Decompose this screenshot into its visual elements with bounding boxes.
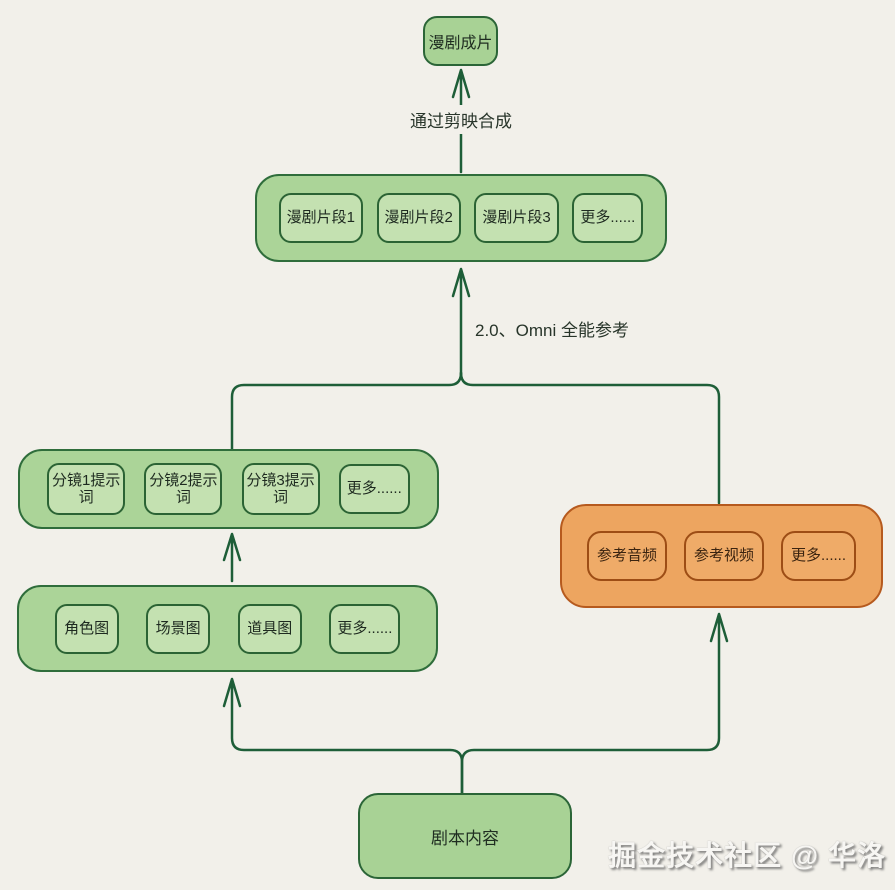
edge-script-to-assets [222, 677, 464, 795]
edge-label-omni-reference: 2.0、Omni 全能参考 [475, 321, 629, 340]
edge-script-to-references [460, 612, 729, 795]
character-image-box: 角色图 [54, 603, 119, 654]
storyboard-prompt-1-box: 分镜1提示词 [47, 463, 126, 515]
group-references: 参考音频 参考视频 更多...... [560, 504, 883, 608]
scene-image-box: 场景图 [146, 603, 211, 654]
reference-video-box: 参考视频 [683, 531, 764, 581]
edge-storyboard-to-merge [230, 371, 463, 451]
edge-label-compose-via-jianying: 通过剪映合成 [403, 105, 519, 134]
storyboard-prompt-2-box: 分镜2提示词 [144, 463, 223, 515]
watermark-text: 掘金技术社区 @ 华洛 [608, 840, 886, 871]
group-clip-segments: 漫剧片段1 漫剧片段2 漫剧片段3 更多...... [255, 174, 667, 262]
group-storyboard-prompts: 分镜1提示词 分镜2提示词 分镜3提示词 更多...... [18, 449, 439, 529]
asset-more-box: 更多...... [329, 603, 401, 654]
node-script-content: 剧本内容 [358, 793, 572, 879]
edge-assets-to-storyboard [222, 532, 242, 583]
edge-references-to-merge [459, 371, 721, 505]
storyboard-more-box: 更多...... [338, 464, 410, 514]
clip-segment-2-box: 漫剧片段2 [376, 193, 461, 243]
prop-image-box: 道具图 [237, 603, 302, 654]
storyboard-prompt-3-box: 分镜3提示词 [241, 463, 320, 515]
edge-merge-to-clips [451, 267, 471, 379]
node-final-video: 漫剧成片 [423, 16, 498, 66]
clip-segment-1-box: 漫剧片段1 [278, 193, 363, 243]
clip-segment-3-box: 漫剧片段3 [474, 193, 559, 243]
reference-audio-box: 参考音频 [586, 531, 667, 581]
clip-more-box: 更多...... [572, 193, 644, 243]
reference-more-box: 更多...... [780, 531, 856, 581]
group-asset-images: 角色图 场景图 道具图 更多...... [17, 585, 438, 672]
